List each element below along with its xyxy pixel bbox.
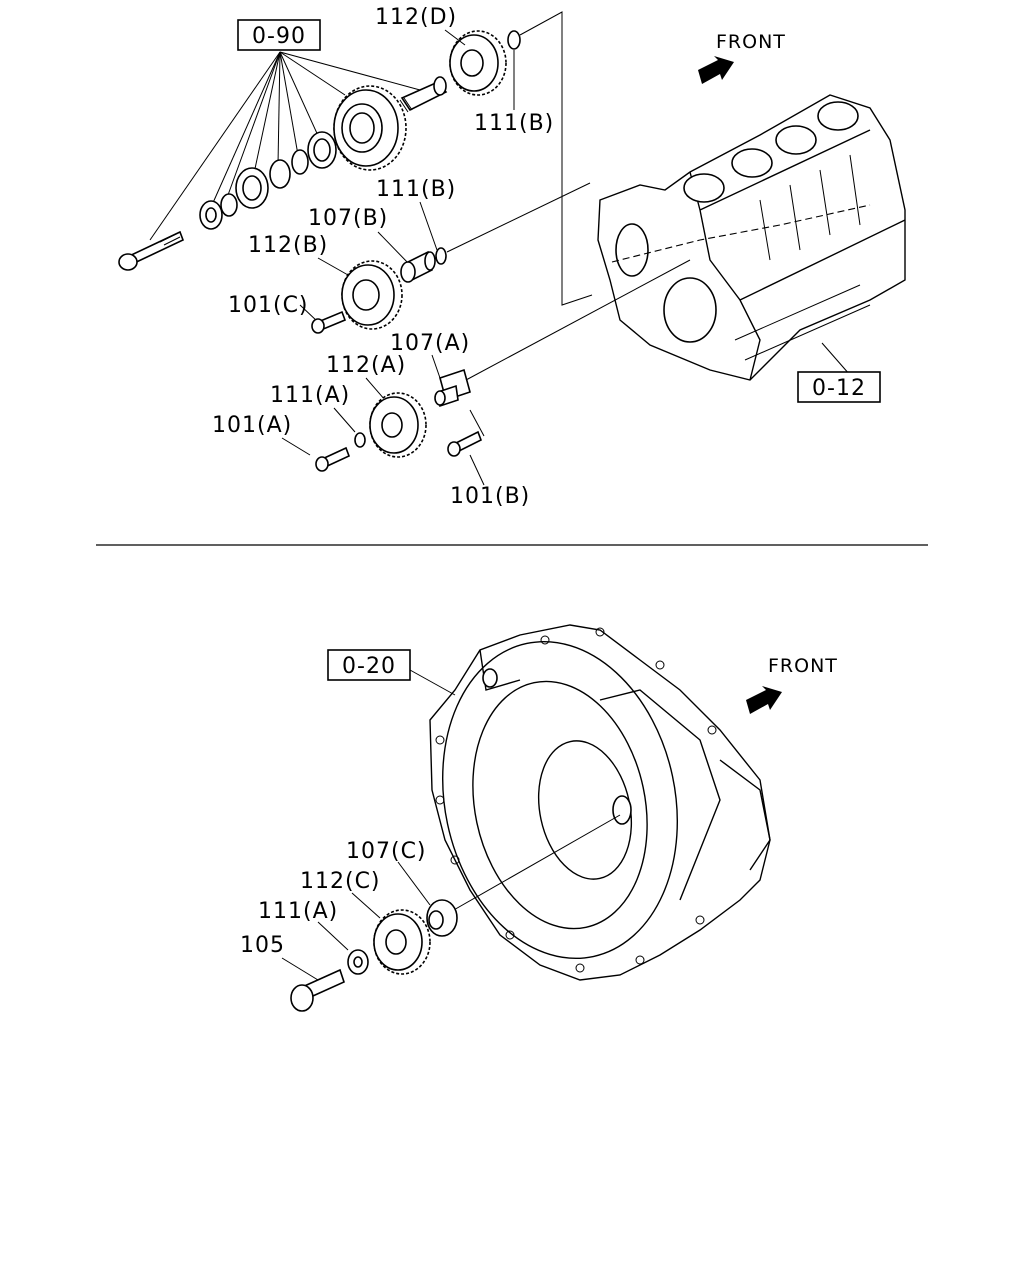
gear-112a <box>369 392 427 458</box>
bearing-stack <box>199 131 337 230</box>
label-112a: 112(A) <box>326 353 406 378</box>
leader-112c <box>351 892 381 919</box>
center-line-101b <box>469 409 485 437</box>
bottom-section: 0-20 FRONT <box>240 624 838 1012</box>
label-111b-top: 111(B) <box>474 111 554 136</box>
long-bolt <box>118 230 185 271</box>
leader-111a-top <box>333 407 356 433</box>
label-107a: 107(A) <box>390 331 470 356</box>
leader-105 <box>281 957 319 981</box>
label-107b: 107(B) <box>308 206 388 231</box>
label-112d: 112(D) <box>375 5 457 30</box>
label-112c: 112(C) <box>300 869 381 894</box>
leader-107b <box>377 231 411 266</box>
label-111a-top: 111(A) <box>270 383 350 408</box>
leader-111b-mid <box>419 201 438 251</box>
gear-112b <box>341 260 403 330</box>
ref-box-0-20: 0-20 <box>327 649 411 681</box>
leader-112b <box>317 257 349 276</box>
center-line-top <box>519 11 593 306</box>
bolt-101b <box>447 430 483 457</box>
front-indicator-top: FRONT <box>698 31 786 84</box>
shaft-107a <box>434 368 471 408</box>
label-101a: 101(A) <box>212 413 292 438</box>
idler-shaft <box>399 76 448 113</box>
ref-box-0-90: 0-90 <box>237 19 321 51</box>
svg-text:FRONT: FRONT <box>716 31 786 53</box>
center-line-bottom <box>444 814 621 916</box>
leader-107a <box>431 354 441 379</box>
leader-101b <box>469 454 485 486</box>
gear-112d <box>449 30 507 96</box>
shaft-107c <box>426 899 458 937</box>
washer-111b-top <box>507 30 521 50</box>
top-section: 0-90 <box>118 5 906 509</box>
front-arrow-icon <box>698 56 734 84</box>
shaft-107b <box>400 250 436 283</box>
svg-text:FRONT: FRONT <box>768 655 838 677</box>
label-101c: 101(C) <box>228 293 309 318</box>
center-line-mid <box>446 182 591 253</box>
washer-111a-hole <box>353 956 363 968</box>
label-105: 105 <box>240 933 285 958</box>
leader-107c <box>397 861 431 906</box>
leader-0-12 <box>821 342 851 376</box>
ref-box-0-12: 0-12 <box>797 371 881 403</box>
idler-gear-large <box>333 85 407 171</box>
bolt-101c <box>311 310 347 334</box>
washer-111b-mid <box>435 247 447 265</box>
bolt-105 <box>290 968 345 1012</box>
bolt-101a <box>315 446 351 472</box>
front-arrow-icon <box>746 686 782 714</box>
leader-112d <box>444 29 466 46</box>
leader-0-20 <box>409 669 456 696</box>
svg-text:0-12: 0-12 <box>812 376 866 401</box>
label-111a-bottom: 111(A) <box>258 899 338 924</box>
leader-111a-bottom <box>317 921 349 951</box>
leader-101a <box>281 437 311 456</box>
washer-111a-top <box>354 432 366 448</box>
front-indicator-bottom: FRONT <box>746 655 838 714</box>
svg-text:0-90: 0-90 <box>252 24 306 49</box>
svg-text:0-20: 0-20 <box>342 654 396 679</box>
gear-112c <box>373 909 431 975</box>
leader-112a <box>365 377 386 401</box>
center-line-107a <box>465 259 691 381</box>
engine-block <box>597 94 906 381</box>
label-111b-mid: 111(B) <box>376 177 456 202</box>
flywheel-housing <box>429 624 771 981</box>
label-112b: 112(B) <box>248 233 328 258</box>
label-101b: 101(B) <box>450 484 530 509</box>
leader-lines-0-90 <box>149 51 421 241</box>
label-107c: 107(C) <box>346 839 427 864</box>
